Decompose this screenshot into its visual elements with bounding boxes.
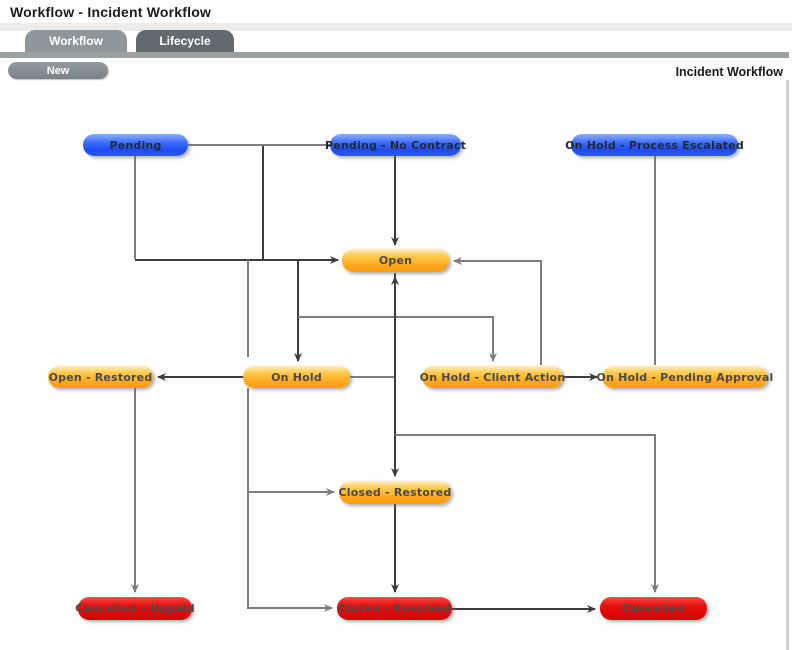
workflow-node-cancelled-unpaid[interactable]: Cancelled - Unpaid [75,597,195,620]
title-divider [0,23,792,31]
tab-lifecycle[interactable]: Lifecycle [136,30,234,52]
edge-branch-to-cancelled [395,434,659,593]
edge-to-on-hold-client-action [298,316,497,362]
new-button[interactable]: New [8,62,108,79]
edge-on-hold-client-action-to-open [453,257,542,365]
workflow-node-closed-restored[interactable]: Closed - Restored [339,481,451,504]
tab-underline-bar [0,52,789,58]
tab-workflow[interactable]: Workflow [25,30,127,52]
diagram-right-border [786,80,789,650]
edge-left-rail-to-closed-resolved [247,388,333,612]
workflow-node-on-hold-process-escalated[interactable]: On Hold - Process Escalated [565,134,744,156]
new-button-label: New [46,64,70,77]
page-title: Workflow - Incident Workflow [10,4,212,20]
diagram-title: Incident Workflow [675,65,783,79]
tab-workflow-label: Workflow [49,34,103,48]
workflow-node-closed-resolved[interactable]: Closed - Resolved [337,597,452,620]
tab-lifecycle-label: Lifecycle [159,34,211,48]
workflow-node-open-restored[interactable]: Open - Restored [48,366,153,388]
workflow-node-pending-no-contract[interactable]: Pending - No Contract [325,134,466,156]
workflow-node-on-hold-pending-approval[interactable]: On Hold - Pending Approval [597,366,773,388]
workflow-node-open[interactable]: Open [342,249,449,272]
workflow-node-cancelled[interactable]: Cancelled [600,597,707,620]
workflow-node-on-hold[interactable]: On Hold [243,366,350,388]
workflow-node-on-hold-client-action[interactable]: On Hold - Client Action [420,366,565,388]
workflow-node-pending[interactable]: Pending [83,134,188,156]
